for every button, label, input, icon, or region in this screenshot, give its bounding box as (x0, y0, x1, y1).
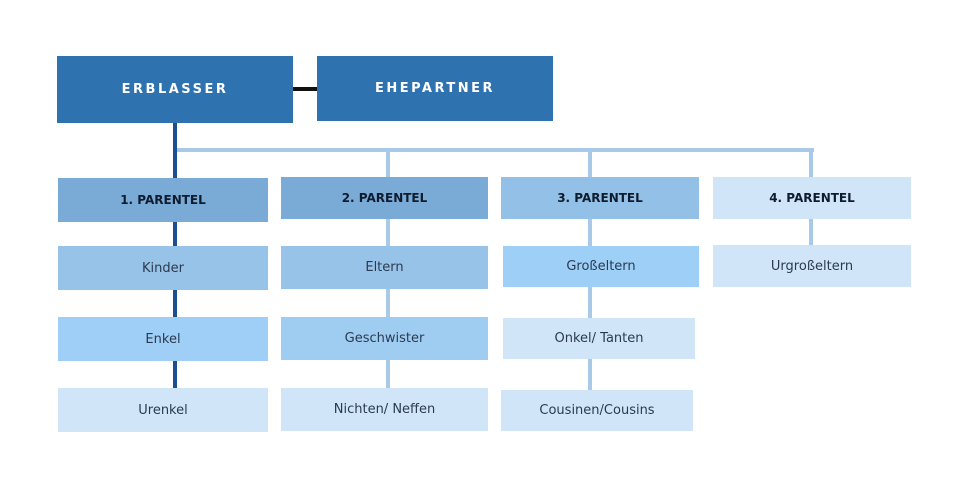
parentel-4-header: 4. PARENTEL (713, 177, 911, 219)
spouse-connector (293, 87, 317, 91)
node-onkel-tanten: Onkel/ Tanten (503, 318, 695, 359)
node-enkel: Enkel (58, 317, 268, 361)
parentel-3-header: 3. PARENTEL (501, 177, 699, 219)
node-urenkel: Urenkel (58, 388, 268, 432)
erblasser-box: ERBLASSER (57, 56, 293, 123)
node-eltern: Eltern (281, 246, 488, 289)
node-urgrosseltern: Urgroßeltern (713, 245, 911, 287)
branch-horizontal-line (175, 148, 814, 152)
parentel-2-header: 2. PARENTEL (281, 177, 488, 219)
node-cousinen-cousins: Cousinen/Cousins (501, 390, 693, 431)
node-nichten-neffen: Nichten/ Neffen (281, 388, 488, 431)
node-grosseltern: Großeltern (503, 246, 699, 287)
parentel-1-header: 1. PARENTEL (58, 178, 268, 222)
node-geschwister: Geschwister (281, 317, 488, 360)
node-kinder: Kinder (58, 246, 268, 290)
ehepartner-box: EHEPARTNER (317, 56, 553, 121)
